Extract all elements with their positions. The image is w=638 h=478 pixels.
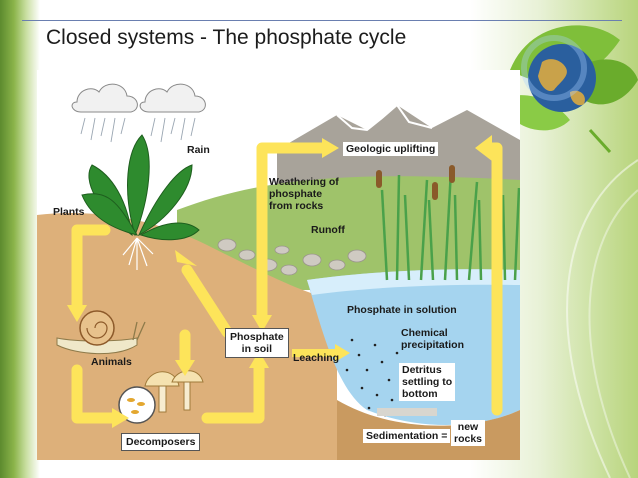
globe-leaf-icon — [500, 25, 638, 154]
phosphate-cycle-diagram: Rain Geologic uplifting Weathering of ph… — [37, 70, 520, 460]
label-phosphate-in-soil: Phosphate in soil — [225, 328, 289, 358]
label-weathering-line3: from rocks — [269, 200, 324, 212]
label-detritus: Detritus settling to bottom — [399, 363, 456, 401]
title-rule — [22, 20, 622, 21]
label-phosphate-soil-line1: Phosphate — [230, 331, 284, 343]
label-weathering-line2: phosphate — [269, 188, 323, 200]
label-new-rocks: new rocks — [451, 420, 486, 446]
slide-title: Closed systems - The phosphate cycle — [46, 26, 407, 49]
label-chemical-line1: Chemical — [401, 327, 448, 339]
label-plants: Plants — [53, 206, 85, 218]
label-new-rocks-line1: new — [457, 421, 479, 433]
label-phosphate-soil-line2: in soil — [241, 343, 273, 355]
label-detritus-line3: bottom — [402, 388, 438, 400]
label-chemical-line2: precipitation — [401, 339, 465, 351]
label-new-rocks-line2: rocks — [454, 433, 483, 445]
label-detritus-line1: Detritus — [402, 364, 442, 376]
label-weathering: Weathering of phosphate from rocks — [269, 176, 339, 212]
label-runoff: Runoff — [311, 224, 345, 236]
label-animals: Animals — [91, 356, 132, 368]
label-detritus-line2: settling to — [402, 376, 453, 388]
label-chemical-precipitation: Chemical precipitation — [401, 327, 464, 351]
label-sedimentation: Sedimentation = — [363, 429, 451, 443]
diagram-art — [37, 70, 520, 460]
label-rain: Rain — [187, 144, 210, 156]
label-phosphate-in-solution: Phosphate in solution — [347, 304, 457, 316]
decorative-arcs — [566, 159, 638, 478]
label-leaching: Leaching — [293, 352, 340, 364]
label-decomposers: Decomposers — [121, 433, 201, 451]
label-geologic-uplifting: Geologic uplifting — [343, 142, 439, 156]
label-weathering-line1: Weathering of — [269, 176, 339, 188]
